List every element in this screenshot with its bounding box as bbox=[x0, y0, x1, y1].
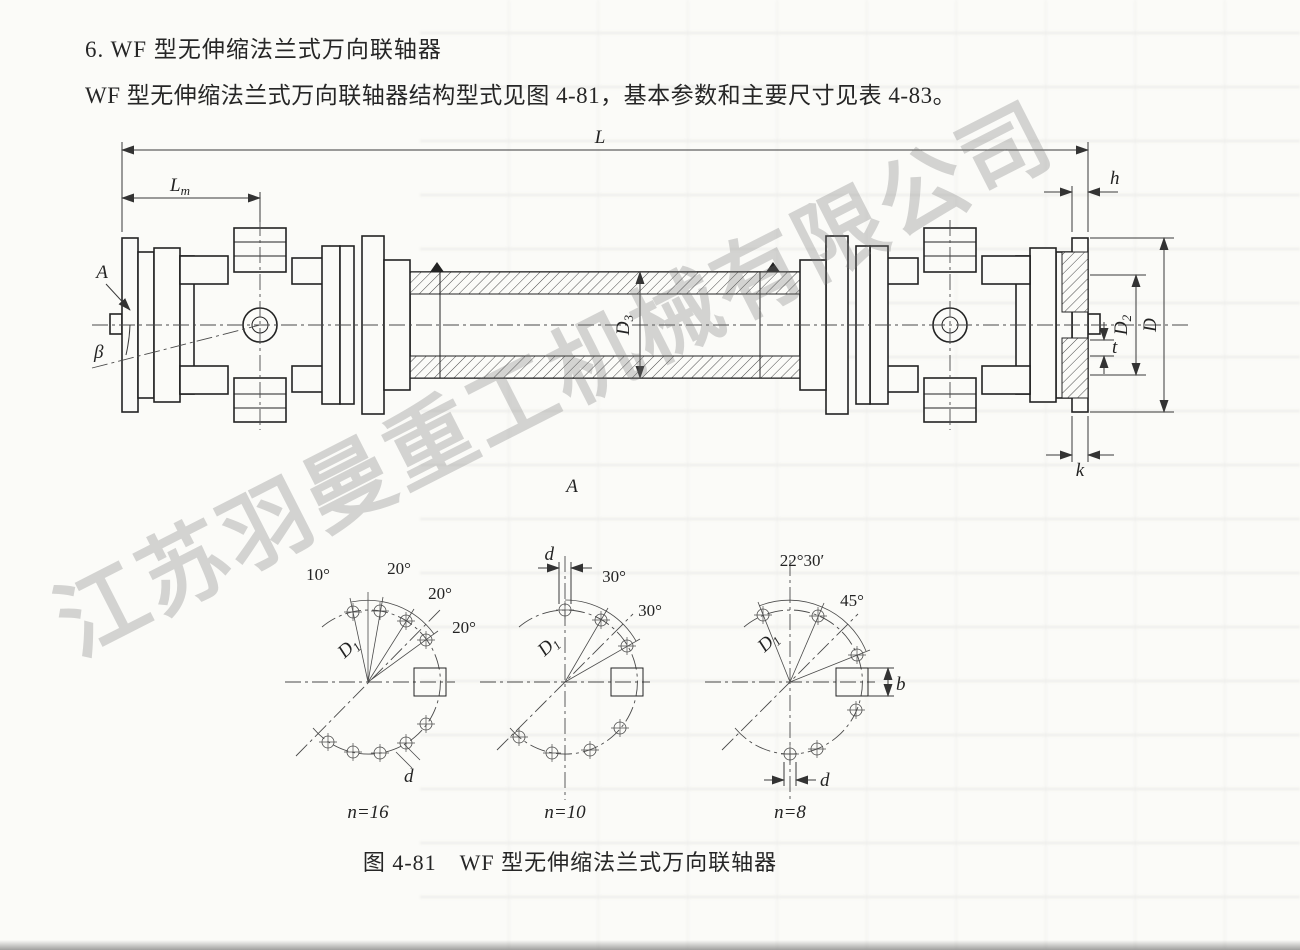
section-view-label: A bbox=[564, 476, 578, 497]
view-arrow-label: A bbox=[94, 262, 108, 283]
hole-count-label: n=8 bbox=[774, 802, 806, 823]
hole-count-label: n=16 bbox=[347, 802, 389, 823]
dim-label-D2: D2 bbox=[1111, 314, 1134, 336]
dim-label-d: d bbox=[820, 770, 830, 791]
angle-label: 30° bbox=[638, 601, 662, 620]
dim-label-k: k bbox=[1076, 460, 1085, 481]
dim-label-d: d bbox=[404, 766, 414, 787]
right-flange-section-upper bbox=[1061, 251, 1089, 313]
dim-label-Lm: Lm bbox=[169, 175, 190, 198]
angle-label: 20° bbox=[452, 618, 476, 637]
dim-label-D1: D1 bbox=[753, 627, 784, 658]
dim-label-b: b bbox=[896, 674, 906, 695]
dim-label-t: t bbox=[1112, 337, 1118, 358]
weld-mark-right bbox=[766, 262, 780, 272]
angle-label: 45° bbox=[840, 591, 864, 610]
dim-label-D1: D1 bbox=[533, 631, 564, 662]
angle-label: 10° bbox=[306, 565, 330, 584]
angle-label: 30° bbox=[602, 567, 626, 586]
angle-label: 22°30′ bbox=[780, 551, 825, 570]
angle-label: 20° bbox=[428, 584, 452, 603]
bolt-view-n8: b d 22°30′ 45° D1 n=8 bbox=[705, 551, 906, 823]
dim-label-h: h bbox=[1110, 168, 1120, 189]
figure-caption: 图 4-81 WF 型无伸缩法兰式万向联轴器 bbox=[362, 850, 778, 875]
bolt-view-n16: 10° 20° 20° 20° D1 d n=16 bbox=[285, 559, 476, 823]
dim-label-D1: D1 bbox=[333, 633, 364, 664]
weld-mark-left bbox=[430, 262, 444, 272]
section-heading: 6. WF 型无伸缩法兰式万向联轴器 bbox=[85, 37, 442, 62]
dim-label-d: d bbox=[545, 544, 555, 565]
dim-label-L: L bbox=[594, 127, 606, 148]
bolt-view-n10: d 30° 30° D1 n=10 bbox=[480, 544, 662, 823]
dim-label-D: D bbox=[1140, 318, 1161, 333]
coupling-main-view: L Lm h A β D3 D2 bbox=[91, 127, 1190, 497]
intro-paragraph: WF 型无伸缩法兰式万向联轴器结构型式见图 4-81，基本参数和主要尺寸见表 4… bbox=[85, 83, 957, 108]
dim-label-D3: D3 bbox=[613, 314, 636, 336]
right-flange-section-lower bbox=[1061, 337, 1089, 399]
dim-label-beta: β bbox=[93, 342, 104, 363]
angle-label: 20° bbox=[387, 559, 411, 578]
hole-count-label: n=10 bbox=[544, 802, 586, 823]
scan-edge bbox=[0, 940, 1300, 950]
tube-section bbox=[409, 262, 801, 379]
